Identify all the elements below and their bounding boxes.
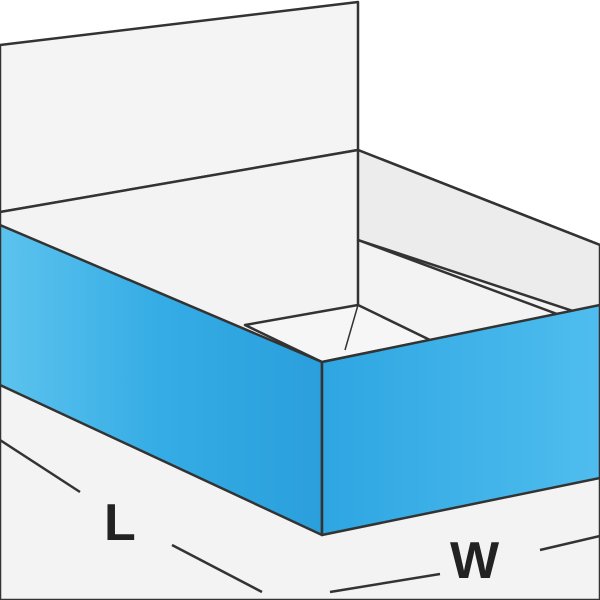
width-label: W (450, 532, 500, 590)
side-panel (320, 303, 600, 537)
width-dimension-line-left (329, 572, 441, 594)
width-dimension-line-right (539, 534, 600, 552)
length-dimension-line-left (0, 438, 81, 494)
inner-crease-line (344, 304, 359, 351)
length-label: L (104, 494, 136, 552)
length-dimension-line-right (171, 543, 263, 594)
right-inner-wall (356, 148, 600, 322)
